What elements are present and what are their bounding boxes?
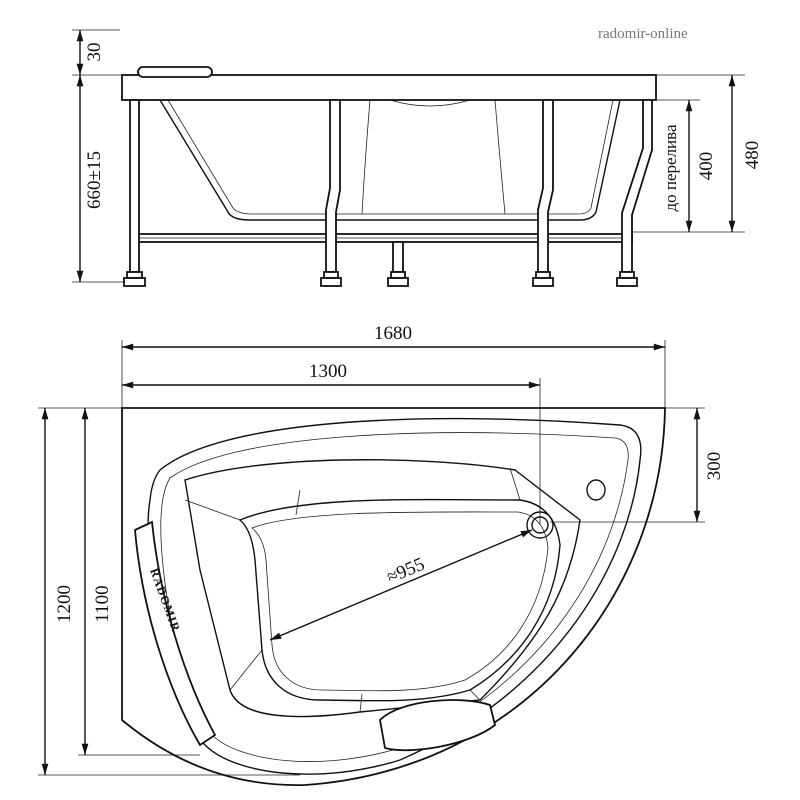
- tub-rim: [121, 74, 657, 101]
- tub-outline: [121, 407, 666, 786]
- headrest: [379, 699, 497, 752]
- dim-drain-y: 300: [704, 452, 725, 481]
- drain: [526, 511, 554, 539]
- dim-width: 1200: [54, 585, 75, 623]
- dim-height: 660±15: [84, 151, 105, 209]
- dim-rim: 30: [84, 43, 105, 62]
- dim-overflow: 400: [696, 152, 717, 181]
- dim-drain-x: 1300: [309, 361, 347, 382]
- top-view: 1680 1300 1200 1100 300 ≈955: [38, 323, 725, 786]
- headrest-side: [137, 66, 213, 78]
- pillow: [134, 520, 217, 747]
- legs: [123, 99, 653, 287]
- dim-inner-width: 1100: [92, 585, 113, 622]
- watermark: radomir-online: [598, 26, 688, 42]
- side-view: 30 660±15 до перелива: [72, 29, 763, 287]
- overflow-hole: [586, 479, 606, 501]
- diagonal-dimension-line: [269, 529, 533, 641]
- dim-length: 1680: [374, 323, 412, 344]
- overflow-label: до перелива: [661, 124, 680, 211]
- dim-rim-height: 480: [742, 141, 763, 170]
